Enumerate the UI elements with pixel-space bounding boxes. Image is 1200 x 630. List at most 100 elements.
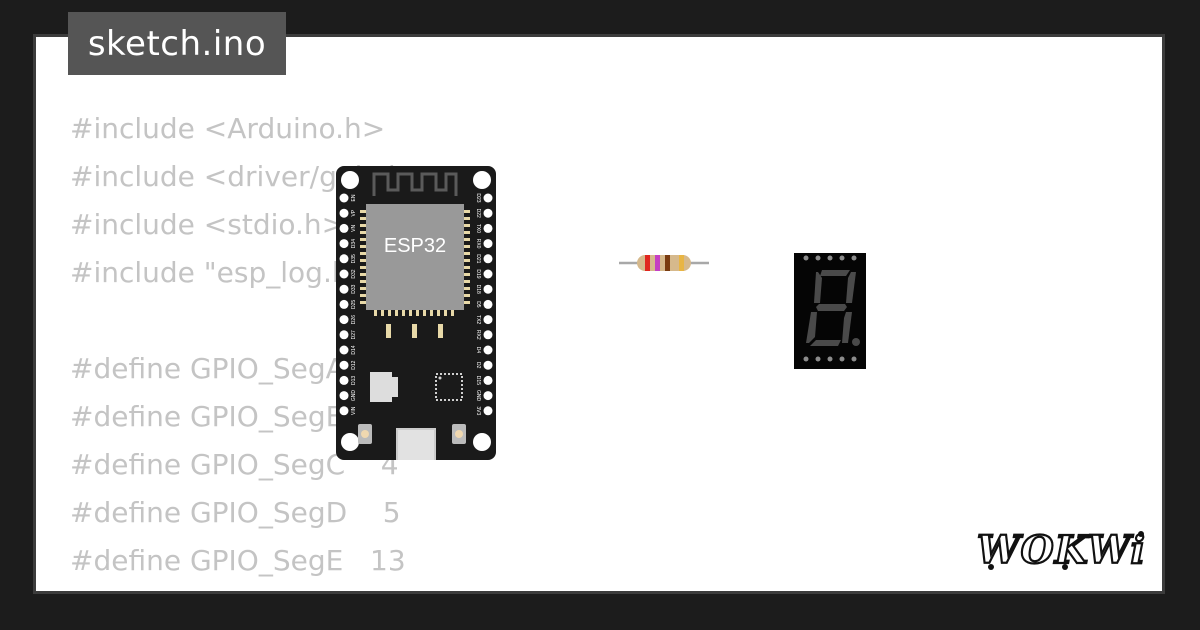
resistor-body: [637, 255, 691, 271]
logo-dot-icon: [988, 564, 994, 570]
pin-label: TX2: [475, 315, 481, 324]
file-tab[interactable]: sketch.ino: [68, 12, 286, 75]
chip-pad: [463, 210, 470, 213]
pin-hole-icon[interactable]: [483, 375, 493, 385]
logo-dot-icon: [1138, 531, 1144, 537]
logo-dot-icon: [1062, 564, 1068, 570]
display-pin-icon[interactable]: [851, 255, 857, 261]
pin-label: D33: [351, 284, 357, 293]
pin-label: D32: [351, 269, 357, 278]
pin-hole-icon[interactable]: [339, 375, 349, 385]
chip-pad: [463, 252, 470, 255]
pin-label: D2: [475, 362, 481, 369]
chip-pad: [360, 238, 367, 241]
chip-pad: [395, 309, 398, 316]
chip-pad: [463, 287, 470, 290]
mount-hole-icon: [473, 171, 491, 189]
esp32-chip-label: ESP32: [384, 235, 446, 257]
display-pin-icon[interactable]: [827, 255, 833, 261]
pin-label: D19: [475, 269, 481, 278]
chip-pad: [360, 217, 367, 220]
resistor-bands: [645, 255, 684, 271]
chip-pad: [444, 309, 447, 316]
pin-label: TX0: [475, 224, 481, 233]
simulation-canvas: #include <Arduino.h>#include <driver/gpi…: [33, 34, 1165, 594]
pin-hole-icon[interactable]: [483, 299, 493, 309]
chip-pad: [463, 259, 470, 262]
pin-hole-icon[interactable]: [339, 284, 349, 294]
digit-segments: [806, 270, 860, 346]
pin-hole-icon[interactable]: [483, 330, 493, 340]
display-pin-icon[interactable]: [803, 255, 809, 261]
pin-label: GND: [351, 390, 357, 402]
pin-hole-icon[interactable]: [483, 360, 493, 370]
display-pin-icon[interactable]: [815, 356, 821, 362]
pin-hole-icon[interactable]: [339, 299, 349, 309]
pin-hole-icon[interactable]: [339, 391, 349, 401]
pin-hole-icon[interactable]: [339, 406, 349, 416]
code-line: #define GPIO_SegC 4: [70, 448, 399, 481]
pin-hole-icon[interactable]: [339, 254, 349, 264]
chip-pad: [463, 224, 470, 227]
resistor[interactable]: [619, 251, 709, 275]
pin-label: VIN: [351, 406, 357, 415]
pin-hole-icon[interactable]: [483, 239, 493, 249]
chip-pad: [360, 294, 367, 297]
chip-pad: [381, 309, 384, 316]
display-pin-icon[interactable]: [803, 356, 809, 362]
chip-pad: [360, 224, 367, 227]
pin-hole-icon[interactable]: [483, 223, 493, 233]
pin-hole-icon[interactable]: [339, 269, 349, 279]
pin-label: D15: [475, 376, 481, 385]
pin-label: D27: [351, 330, 357, 339]
chip-pad: [360, 280, 367, 283]
pin-hole-icon[interactable]: [339, 193, 349, 203]
display-pin-icon[interactable]: [839, 255, 845, 261]
pin-hole-icon[interactable]: [483, 254, 493, 264]
chip-pad: [463, 231, 470, 234]
segment-a: [820, 270, 850, 276]
pin-hole-icon[interactable]: [483, 315, 493, 325]
pin-label: D34: [351, 239, 357, 248]
pin-hole-icon[interactable]: [483, 345, 493, 355]
chip-pad: [416, 309, 419, 316]
pin-label: RX0: [475, 239, 481, 249]
pin-hole-icon[interactable]: [339, 239, 349, 249]
pin-hole-icon[interactable]: [483, 391, 493, 401]
esp32-chip: [366, 204, 464, 310]
pin-hole-icon[interactable]: [339, 330, 349, 340]
pin-hole-icon[interactable]: [483, 284, 493, 294]
display-pin-icon[interactable]: [815, 255, 821, 261]
pin-hole-icon[interactable]: [483, 193, 493, 203]
pin-label: D5: [475, 301, 481, 308]
resistor-band: [655, 255, 660, 271]
pin-label: VN: [351, 225, 357, 232]
pin-hole-icon[interactable]: [339, 208, 349, 218]
chip-pad: [430, 309, 433, 316]
seven-segment-display[interactable]: [794, 253, 866, 369]
pin-hole-icon[interactable]: [483, 269, 493, 279]
display-pins: [803, 255, 857, 362]
chip-pad: [463, 245, 470, 248]
pin-hole-icon[interactable]: [339, 315, 349, 325]
chip-pad: [463, 238, 470, 241]
boot-button-icon: [361, 430, 369, 438]
segment-g: [816, 304, 847, 311]
chip-pad: [388, 309, 391, 316]
chip-pad: [409, 309, 412, 316]
pin-hole-icon[interactable]: [339, 223, 349, 233]
pin-hole-icon[interactable]: [339, 360, 349, 370]
pin-label: RX2: [475, 330, 481, 340]
pin-hole-icon[interactable]: [339, 345, 349, 355]
code-line: #include <stdio.h>: [70, 208, 346, 241]
display-pin-icon[interactable]: [839, 356, 845, 362]
segment-d: [810, 340, 841, 346]
display-pin-icon[interactable]: [851, 356, 857, 362]
chip-pad: [463, 280, 470, 283]
display-pin-icon[interactable]: [827, 356, 833, 362]
antenna-trace: [372, 172, 458, 196]
chip-pad: [360, 273, 367, 276]
pin-hole-icon[interactable]: [483, 208, 493, 218]
pin-hole-icon[interactable]: [483, 406, 493, 416]
